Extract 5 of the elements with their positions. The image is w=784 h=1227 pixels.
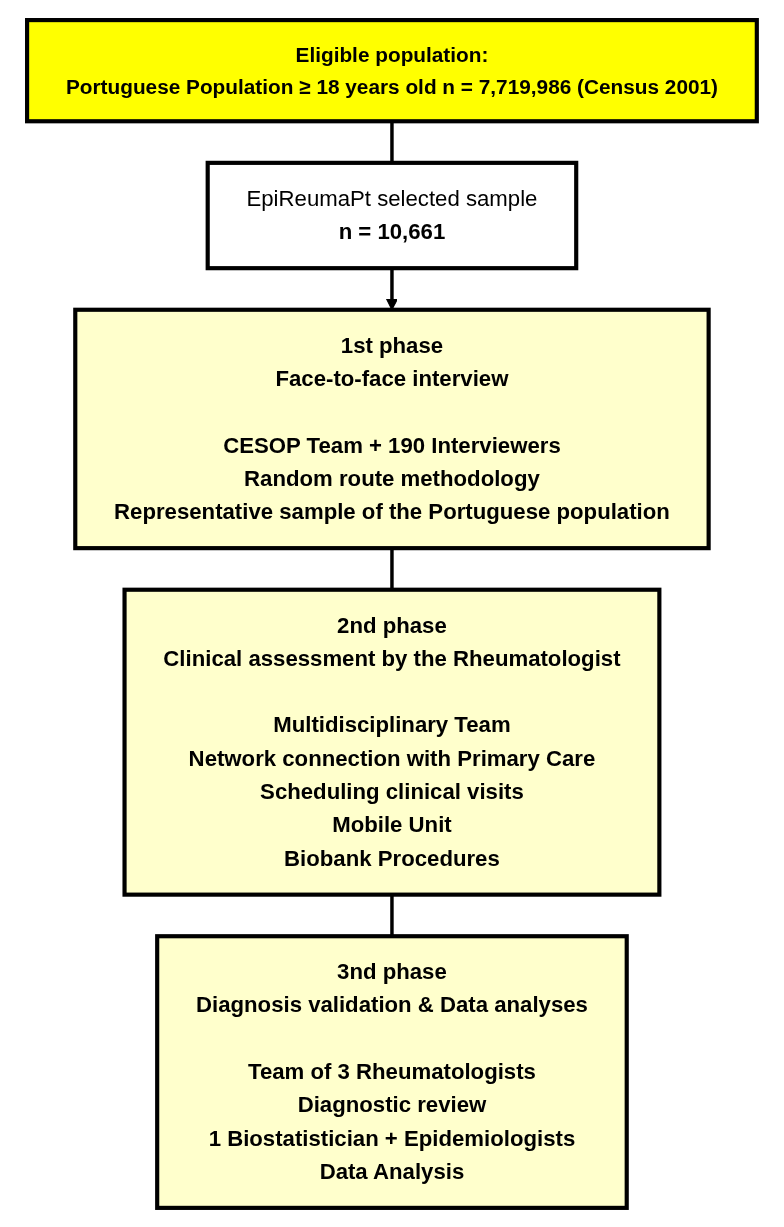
node-box: EpiReumaPt selected sample n = 10,661 — [205, 160, 579, 270]
node-box: 1st phase Face-to-face interview CESOP Team + 190 Interviewers Random route methodology Representative sample of the Portuguese population — [73, 307, 711, 550]
node-box: 3nd phase Diagnosis validation & Data analyses Team of 3 Rheumatologists Diagnostic review 1 Biostatistician + Epidemiologists Data Analysis — [155, 933, 629, 1210]
node-box: Eligible population: Portuguese Population ≥ 18 years old n = 7,719,986 (Census 2001) — [25, 17, 759, 123]
node-box: 2nd phase Clinical assessment by the Rheumatologist Multidisciplinary Team Network connection with Primary Care Scheduling clinical visits Mobile Unit Biobank Procedures — [122, 587, 662, 897]
